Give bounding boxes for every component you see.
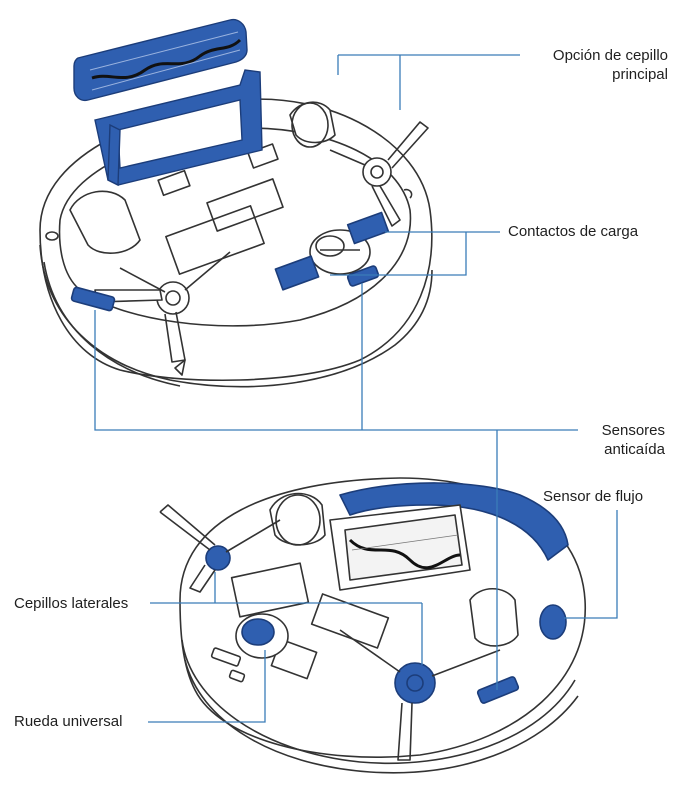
label-cliff-sensors-line1: Sensores xyxy=(601,422,665,439)
leader-side-brushes xyxy=(150,572,423,665)
label-charging-contacts: Contactos de carga xyxy=(508,223,639,240)
leader-charging-contacts xyxy=(330,231,500,276)
leader-lines xyxy=(94,54,618,723)
main-brush-frame xyxy=(94,69,263,187)
label-flow-sensor: Sensor de flujo xyxy=(543,488,644,505)
label-main-brush-line1: Opción de cepillo xyxy=(552,47,668,64)
label-cliff-sensors: Sensores anticaída xyxy=(520,421,665,459)
leader-flow-sensor xyxy=(564,510,618,619)
main-brush-roller xyxy=(73,18,248,102)
label-cliff-sensors-line2: anticaída xyxy=(604,441,665,458)
label-universal-wheel: Rueda universal xyxy=(14,713,123,730)
label-main-brush: Opción de cepillo principal xyxy=(500,46,668,84)
leader-universal-wheel xyxy=(148,650,266,723)
bottom-robot xyxy=(159,477,586,774)
label-side-brushes: Cepillos laterales xyxy=(14,595,129,612)
label-main-brush-line2: principal xyxy=(612,66,668,83)
leader-cliff-sensors xyxy=(94,283,578,690)
leader-main-brush xyxy=(337,54,520,110)
